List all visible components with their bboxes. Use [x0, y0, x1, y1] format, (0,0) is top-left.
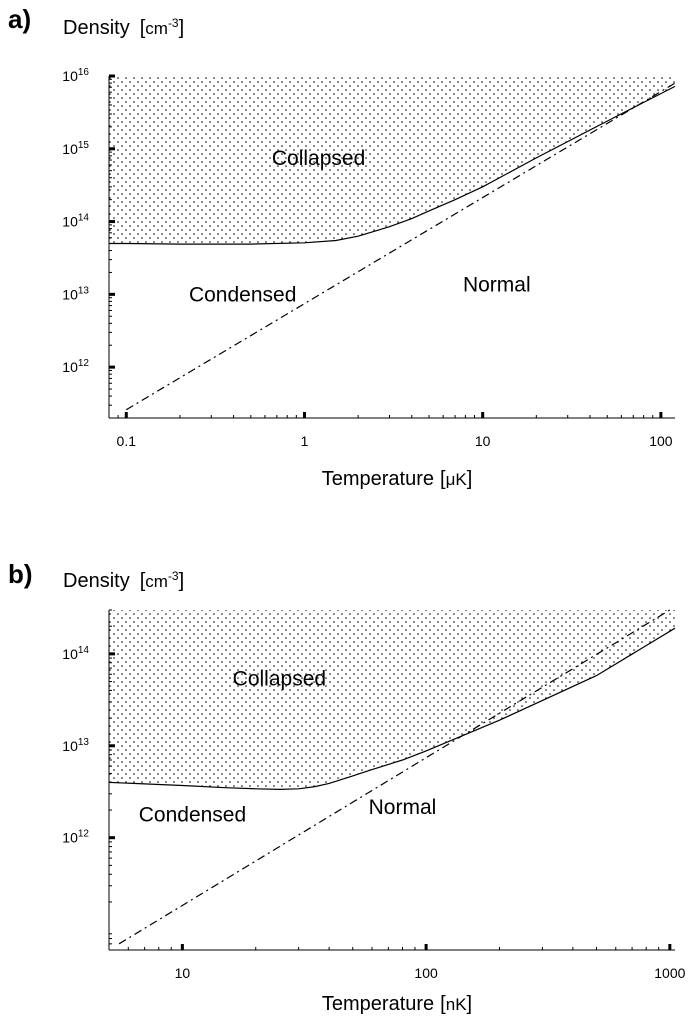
y-tick-label: 1016 — [62, 67, 89, 84]
collapsed-region-fill — [109, 610, 675, 790]
region-label-normal: Normal — [463, 273, 531, 296]
panel-label: b) — [8, 559, 33, 589]
region-label-condensed: Condensed — [139, 804, 246, 827]
x-axis-label: Temperature — [322, 993, 434, 1015]
y-unit-bracket-open: [ — [140, 17, 146, 39]
x-unit-bracket-close: ] — [467, 468, 473, 490]
x-axis-label: Temperature — [322, 468, 434, 490]
x-unit-bracket-open: [ — [440, 993, 446, 1015]
solid-boundary-line — [109, 85, 676, 245]
x-tick-label: 10 — [175, 965, 191, 981]
y-unit-exponent: -3 — [168, 569, 179, 583]
x-unit: μK — [446, 470, 468, 489]
y-tick-label: 1013 — [62, 737, 89, 754]
y-axis-label: Density — [63, 570, 130, 592]
y-unit-bracket-open: [ — [140, 570, 146, 592]
region-label-collapsed: Collapsed — [233, 668, 326, 691]
region-label-collapsed: Collapsed — [272, 147, 365, 170]
x-tick-label: 100 — [414, 965, 438, 981]
y-axis-title: Density [cm-3] — [63, 16, 184, 39]
y-tick-exponent: 16 — [78, 67, 90, 78]
y-tick-exponent: 12 — [78, 829, 90, 840]
y-axis-label: Density — [63, 17, 130, 39]
x-axis-title: Temperature [nK] — [322, 993, 472, 1015]
y-tick-label: 1014 — [62, 213, 89, 230]
region-label-normal: Normal — [369, 796, 437, 819]
y-unit-base: cm — [145, 572, 168, 591]
x-tick-label: 0.1 — [117, 433, 137, 449]
collapsed-region-fill — [109, 76, 675, 245]
x-unit-bracket-open: [ — [440, 468, 446, 490]
y-axis-title: Density [cm-3] — [63, 569, 184, 592]
y-tick-exponent: 13 — [78, 285, 90, 296]
y-tick-exponent: 14 — [78, 213, 90, 224]
y-tick-base: 10 — [62, 359, 78, 375]
y-tick-label: 1014 — [62, 645, 89, 662]
y-tick-base: 10 — [62, 68, 78, 84]
x-tick-label: 1000 — [654, 965, 685, 981]
panel-label: a) — [8, 4, 31, 34]
x-unit-bracket-close: ] — [467, 993, 473, 1015]
region-label-condensed: Condensed — [189, 283, 296, 306]
y-tick-exponent: 15 — [78, 140, 90, 151]
y-unit-base: cm — [145, 19, 168, 38]
x-tick-label: 1 — [301, 433, 309, 449]
y-tick-base: 10 — [62, 646, 78, 662]
solid-boundary-line — [108, 627, 676, 791]
y-tick-base: 10 — [62, 214, 78, 230]
x-tick-label: 10 — [475, 433, 491, 449]
y-tick-exponent: 13 — [78, 737, 90, 748]
y-tick-label: 1012 — [62, 829, 89, 846]
y-tick-base: 10 — [62, 738, 78, 754]
y-unit-exponent: -3 — [168, 16, 179, 30]
y-tick-exponent: 12 — [78, 358, 90, 369]
y-tick-label: 1013 — [62, 285, 89, 302]
y-tick-base: 10 — [62, 286, 78, 302]
y-tick-base: 10 — [62, 830, 78, 846]
y-tick-label: 1015 — [62, 140, 89, 157]
y-tick-label: 1012 — [62, 358, 89, 375]
y-tick-base: 10 — [62, 141, 78, 157]
x-unit: nK — [446, 995, 467, 1014]
y-unit-bracket-close: ] — [179, 17, 185, 39]
y-tick-exponent: 14 — [78, 645, 90, 656]
x-axis-title: Temperature [μK] — [322, 468, 473, 490]
dashed-boundary-line — [125, 82, 676, 411]
x-tick-label: 100 — [649, 433, 673, 449]
y-unit-bracket-close: ] — [179, 570, 185, 592]
